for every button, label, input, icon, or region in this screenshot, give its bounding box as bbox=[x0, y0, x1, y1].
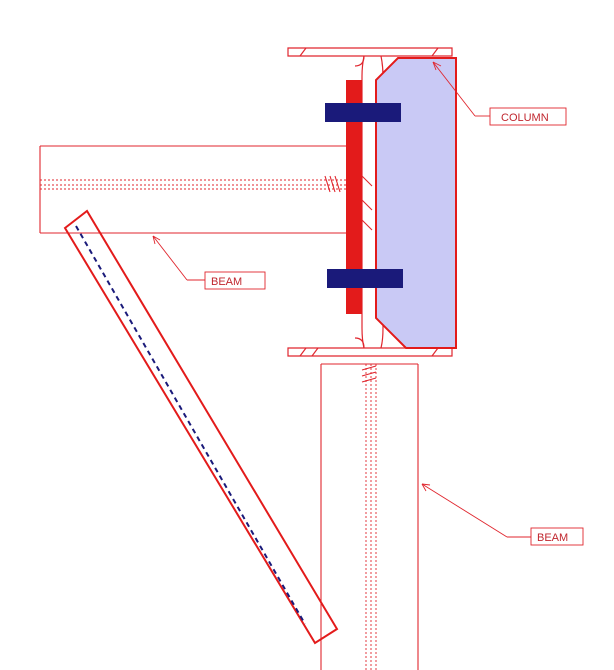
label-box-beam-left bbox=[204, 271, 266, 290]
weld-mark bbox=[361, 377, 377, 383]
end-plate bbox=[346, 80, 362, 314]
bolt-bottom bbox=[327, 269, 403, 288]
leader-line bbox=[432, 61, 476, 117]
brace-centerline bbox=[75, 225, 306, 625]
weld-mark bbox=[361, 175, 373, 187]
label-box-beam-right bbox=[530, 527, 584, 546]
left-beam bbox=[39, 145, 373, 234]
weld-mark bbox=[329, 175, 336, 193]
leader-arrow bbox=[421, 483, 431, 492]
column-web-fillet bbox=[354, 337, 365, 349]
flange-hatch bbox=[299, 47, 307, 57]
leader-arrow bbox=[432, 61, 442, 71]
bolt-top bbox=[325, 103, 401, 122]
column-highlight bbox=[375, 57, 457, 349]
label-box-column bbox=[489, 107, 567, 126]
column-top-flange bbox=[287, 47, 453, 57]
callout-beam-right bbox=[421, 483, 584, 546]
label-column: COLUMN bbox=[501, 112, 549, 124]
callout-beam-left bbox=[152, 235, 266, 290]
label-beam-left: BEAM bbox=[211, 276, 242, 288]
weld-mark bbox=[361, 365, 377, 371]
weld-mark bbox=[361, 371, 377, 377]
weld-mark bbox=[361, 219, 373, 231]
callout-column bbox=[432, 61, 567, 126]
flange-hatch bbox=[299, 347, 307, 357]
weld-mark bbox=[361, 199, 373, 211]
flange-hatch bbox=[431, 47, 439, 57]
weld-mark bbox=[324, 175, 331, 193]
weld-mark bbox=[334, 175, 341, 193]
bottom-beam bbox=[320, 363, 419, 670]
leader-arrow bbox=[152, 235, 161, 245]
flange-hatch bbox=[311, 347, 319, 357]
column-web-fillet bbox=[354, 55, 365, 67]
label-beam-right: BEAM bbox=[537, 532, 568, 544]
diagonal-brace bbox=[63, 209, 339, 645]
leader-line bbox=[421, 483, 508, 538]
brace-outline bbox=[63, 209, 339, 645]
flange-hatch bbox=[431, 347, 439, 357]
leader-line bbox=[152, 235, 188, 281]
